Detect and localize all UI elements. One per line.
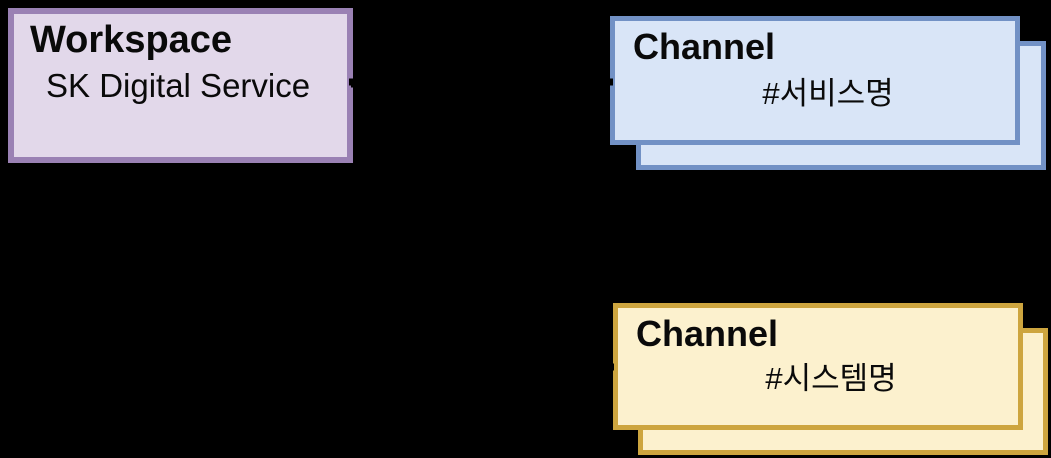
channel-system-title: Channel <box>636 313 779 354</box>
channel-service-subtitle: #서비스명 <box>762 76 894 111</box>
channel-service-title: Channel <box>633 26 776 67</box>
connector-workspace-to-system-channel <box>351 80 614 371</box>
workspace-subtitle: SK Digital Service <box>46 67 311 104</box>
channel-service-node: Channel #서비스명 <box>610 16 1020 145</box>
workspace-title: Workspace <box>30 19 233 61</box>
channel-system-node: Channel #시스템명 <box>613 303 1023 430</box>
workspace-node: Workspace SK Digital Service <box>8 8 353 163</box>
channel-system-subtitle: #시스템명 <box>765 361 897 396</box>
